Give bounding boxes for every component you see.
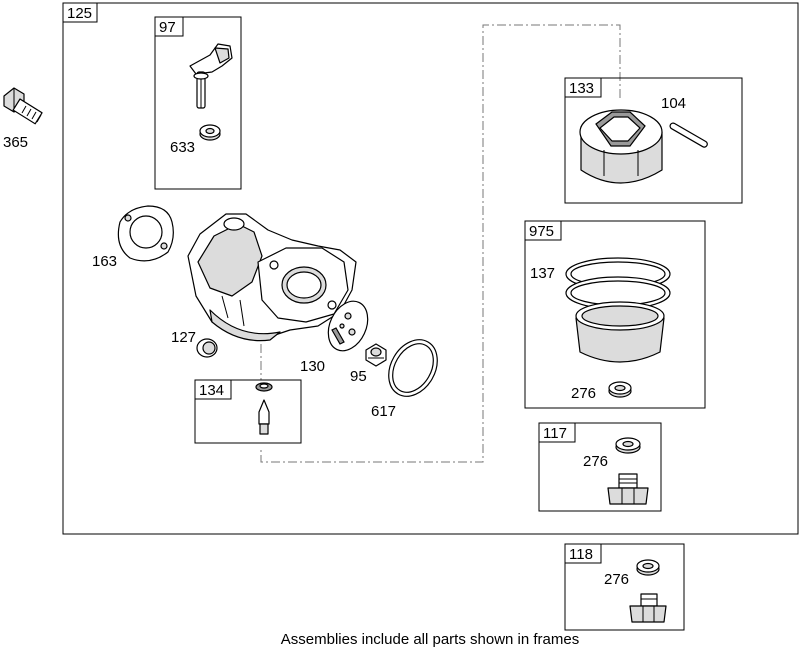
label-276-117: 276 [583,453,608,470]
frame-118-tag [564,543,602,564]
frame-117-tag [538,422,576,443]
washer-276-bowl-part [608,381,632,398]
o-ring-617-part [388,339,438,397]
frame-117 [538,422,662,512]
label-127: 127 [171,329,196,346]
frame-133-number: 133 [569,80,594,97]
plug-117-part [607,473,649,505]
float-bowl-part [575,301,665,363]
label-130: 130 [300,358,325,375]
frame-975-number: 975 [529,223,554,240]
frame-975-tag [524,220,562,241]
gasket-163-part [117,205,174,262]
label-104: 104 [661,95,686,112]
label-137: 137 [530,265,555,282]
fitting-95-part [365,343,387,367]
label-617: 617 [371,403,396,420]
carburetor-body-part [187,213,357,342]
frame-125-number: 125 [67,5,92,22]
cap-127-part [196,338,218,358]
plate-130-part [327,300,369,352]
frame-118-number: 118 [569,546,593,563]
pin-104-part [669,122,708,148]
label-276-bowl: 276 [571,385,596,402]
label-633: 633 [170,139,195,156]
frame-133-tag [564,77,602,98]
frame-97 [154,16,242,190]
frame-97-tag [154,16,184,37]
frame-134-tag [194,379,232,400]
float-133-part [579,109,663,184]
frame-125 [62,2,799,535]
frame-133 [564,77,743,204]
frame-117-number: 117 [543,425,567,442]
washer-276-118-part [636,559,660,576]
frame-134-number: 134 [199,382,224,399]
washer-276-117-part [615,437,641,454]
label-365: 365 [3,134,28,151]
label-163: 163 [92,253,117,270]
frame-97-number: 97 [159,19,176,36]
frame-118 [564,543,685,631]
label-95: 95 [350,368,367,385]
bowl-gasket-137-part [565,257,671,310]
bolt-365-part [3,87,43,125]
plug-118-part [629,593,667,623]
caption: Assemblies include all parts shown in fr… [280,631,580,648]
frame-125-tag [62,2,98,23]
choke-lever-part [189,43,233,109]
frame-134 [194,379,302,444]
label-276-118: 276 [604,571,629,588]
washer-633-part [199,124,221,141]
leader-line-top [260,24,621,463]
inlet-needle-part [255,382,273,435]
frame-975 [524,220,706,409]
